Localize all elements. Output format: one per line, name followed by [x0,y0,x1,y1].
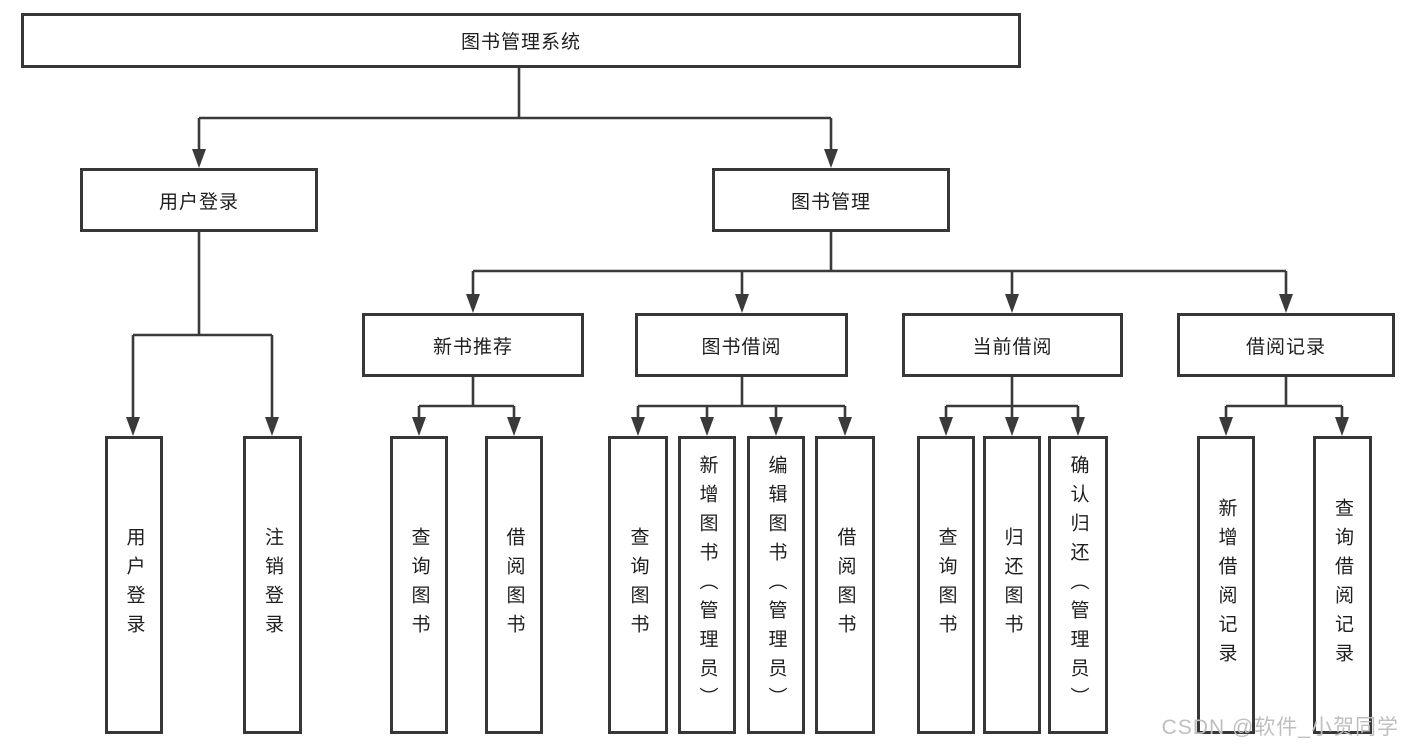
leaf-add-borrow-record: 新增借阅记录 [1197,436,1255,734]
node-label: 用户登录 [123,527,145,643]
node-label: 新增借阅记录 [1215,498,1237,672]
node-label: 用户登录 [158,191,239,213]
node-label: 查询图书 [627,527,649,643]
node-label: 当前借阅 [972,336,1053,358]
leaf-user-login: 用户登录 [105,436,163,734]
node-label: 图书管理 [790,191,871,213]
node-label: 图书管理系统 [460,32,581,53]
node-label: 查询图书 [935,527,957,643]
node-label: 新书推荐 [432,336,513,358]
leaf-query-book-recommend: 查询图书 [390,436,448,734]
leaf-borrow-book: 借阅图书 [815,436,875,734]
node-borrow-records: 借阅记录 [1177,313,1395,377]
leaf-confirm-return-admin: 确认归还（管理员） [1048,436,1108,734]
node-book-management: 图书管理 [712,168,950,232]
leaf-borrow-book-recommend: 借阅图书 [485,436,543,734]
node-label: 图书借阅 [701,336,782,358]
node-label: 查询图书 [408,527,430,643]
node-current-borrow: 当前借阅 [902,313,1123,377]
leaf-query-book-current: 查询图书 [917,436,975,734]
leaf-logout: 注销登录 [243,436,302,734]
leaf-return-book: 归还图书 [983,436,1041,734]
node-label: 借阅记录 [1245,336,1326,358]
node-label: 借阅图书 [503,527,525,643]
leaf-edit-book-admin: 编辑图书（管理员） [747,436,805,734]
node-user-login: 用户登录 [80,168,318,232]
node-label: 注销登录 [262,527,283,643]
node-label: 借阅图书 [834,527,856,643]
leaf-query-book-borrow: 查询图书 [608,436,668,734]
node-new-book-recommend: 新书推荐 [362,313,584,377]
node-label: 新增图书（管理员） [696,454,718,716]
leaf-add-book-admin: 新增图书（管理员） [678,436,736,734]
leaf-query-borrow-record: 查询借阅记录 [1313,436,1372,734]
node-label: 归还图书 [1001,527,1023,643]
csdn-watermark: CSDN @软件_小贺同学 [1161,716,1399,739]
node-root-library-system: 图书管理系统 [21,13,1021,68]
node-label: 确认归还（管理员） [1067,454,1089,716]
node-label: 编辑图书（管理员） [765,454,787,716]
node-book-borrow: 图书借阅 [635,313,848,377]
node-label: 查询借阅记录 [1332,498,1353,672]
